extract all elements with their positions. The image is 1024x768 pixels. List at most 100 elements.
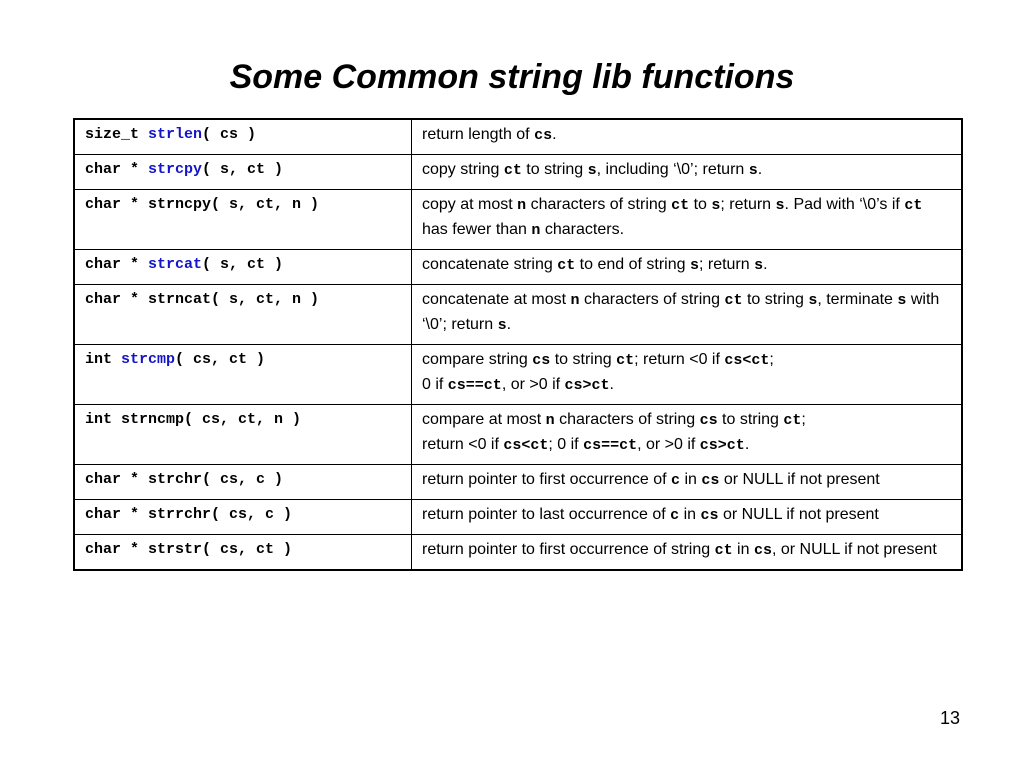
code-token: cs [534,127,553,144]
table-row: char * strcat( s, ct )concatenate string… [73,249,963,285]
description-text: , or NULL if not present [771,541,937,558]
description-text: . [744,436,750,453]
code-token: ct [616,352,635,369]
description-text: ; 0 if [548,436,584,453]
description-text: . Pad with ‘\0’s if [784,196,905,213]
signature-text: char * strstr( cs, ct ) [85,541,293,558]
table-row: int strncmp( cs, ct, n )compare at most … [73,404,963,465]
code-token: s [689,257,699,274]
description-text: characters of string [554,411,700,428]
table-row: char * strcpy( s, ct )copy string ct to … [73,154,963,190]
code-token: cs [753,542,772,559]
description-text: . [609,376,614,393]
function-description: return pointer to first occurrence of c … [411,464,963,500]
description-text: characters. [540,221,625,238]
function-signature: char * strrchr( cs, c ) [73,499,412,535]
function-signature: size_t strlen( cs ) [73,118,412,155]
description-text: , or >0 if [501,376,565,393]
function-description: copy at most n characters of string ct t… [411,189,963,250]
description-text: to string [742,291,809,308]
description-text: characters of string [526,196,672,213]
table-row: char * strncat( s, ct, n ) concatenate at… [73,284,963,345]
code-token: cs>ct [699,437,745,454]
description-text: in [680,471,702,488]
table-row: char * strchr( cs, c ) return pointer to … [73,464,963,500]
function-signature: char * strcpy( s, ct ) [73,154,412,190]
function-description: compare at most n characters of string c… [411,404,963,465]
description-text: , including ‘\0’; return [596,161,749,178]
description-text: or NULL if not present [719,471,880,488]
code-token: ct [671,197,690,214]
function-signature: char * strcat( s, ct ) [73,249,412,285]
function-description: concatenate at most n characters of stri… [411,284,963,345]
function-description: concatenate string ct to end of string s… [411,249,963,285]
function-description: return pointer to last occurrence of c i… [411,499,963,535]
signature-text: ( s, ct ) [202,256,284,273]
function-table: size_t strlen( cs )return length of cs.c… [73,118,963,571]
signature-text: ( s, ct ) [202,161,284,178]
code-token: s [587,162,597,179]
table-row: size_t strlen( cs )return length of cs. [73,118,963,155]
description-text: , terminate [817,291,898,308]
signature-text: char * [85,161,149,178]
signature-text: char * strrchr( cs, c ) [85,506,293,523]
code-token: n [517,197,527,214]
description-text: to string [521,161,588,178]
code-token: s [897,292,907,309]
code-token: cs==ct [447,377,502,394]
code-token: ct [783,412,802,429]
function-table-body: size_t strlen( cs )return length of cs.c… [73,118,963,571]
description-text: . [757,161,763,178]
function-signature: char * strncat( s, ct, n ) [73,284,412,345]
description-text: to string [550,351,617,368]
description-text: compare at most [422,411,546,428]
function-description: copy string ct to string s, including ‘\… [411,154,963,190]
code-token: ct [503,162,522,179]
function-description: return length of cs. [411,118,963,155]
function-signature: char * strncpy( s, ct, n ) [73,189,412,250]
code-token: s [748,162,758,179]
signature-text: char * strncat( s, ct, n ) [85,291,320,308]
code-token: s [808,292,818,309]
function-signature: char * strchr( cs, c ) [73,464,412,500]
description-text: return pointer to first occurrence of st… [422,541,715,558]
function-signature: int strcmp( cs, ct ) [73,344,412,405]
code-token: cs>ct [564,377,610,394]
description-text: with ‘\0’; return [422,291,940,333]
description-text: . [763,256,768,273]
description-text: , or >0 if [637,436,700,453]
slide-title: Some Common string lib functions [229,58,795,96]
function-signature: char * strstr( cs, ct ) [73,534,412,571]
function-description: compare string cs to string ct; return <… [411,344,963,405]
code-token: n [570,292,580,309]
code-token: cs==ct [583,437,638,454]
code-token: n [545,412,555,429]
function-description: return pointer to first occurrence of st… [411,534,963,571]
signature-text: char * strncpy( s, ct, n ) [85,196,320,213]
description-text: return <0 if [422,436,504,453]
code-token: c [671,472,681,489]
code-token: s [775,197,785,214]
description-text: ; return [720,196,776,213]
code-token: cs [532,352,551,369]
description-text: copy at most [422,196,518,213]
function-name-highlight: strcpy [148,161,203,178]
code-token: s [711,197,721,214]
signature-text: size_t [85,126,149,143]
code-token: cs [701,472,720,489]
code-token: n [531,222,541,239]
description-text: 0 if [422,376,448,393]
signature-text: char * strchr( cs, c ) [85,471,284,488]
code-token: cs [699,412,718,429]
table-row: char * strncpy( s, ct, n ) copy at most n… [73,189,963,250]
description-text: return pointer to first occurrence of [422,471,671,488]
code-token: s [754,257,764,274]
signature-text: ( cs, ct ) [175,351,266,368]
description-text: to string [717,411,784,428]
page-number: 13 [939,708,960,728]
table-row: int strcmp( cs, ct )compare string cs to… [73,344,963,405]
code-token: ct [724,292,743,309]
code-token: cs<ct [724,352,770,369]
signature-text: char * [85,256,149,273]
table-row: char * strstr( cs, ct ) return pointer to… [73,534,963,571]
